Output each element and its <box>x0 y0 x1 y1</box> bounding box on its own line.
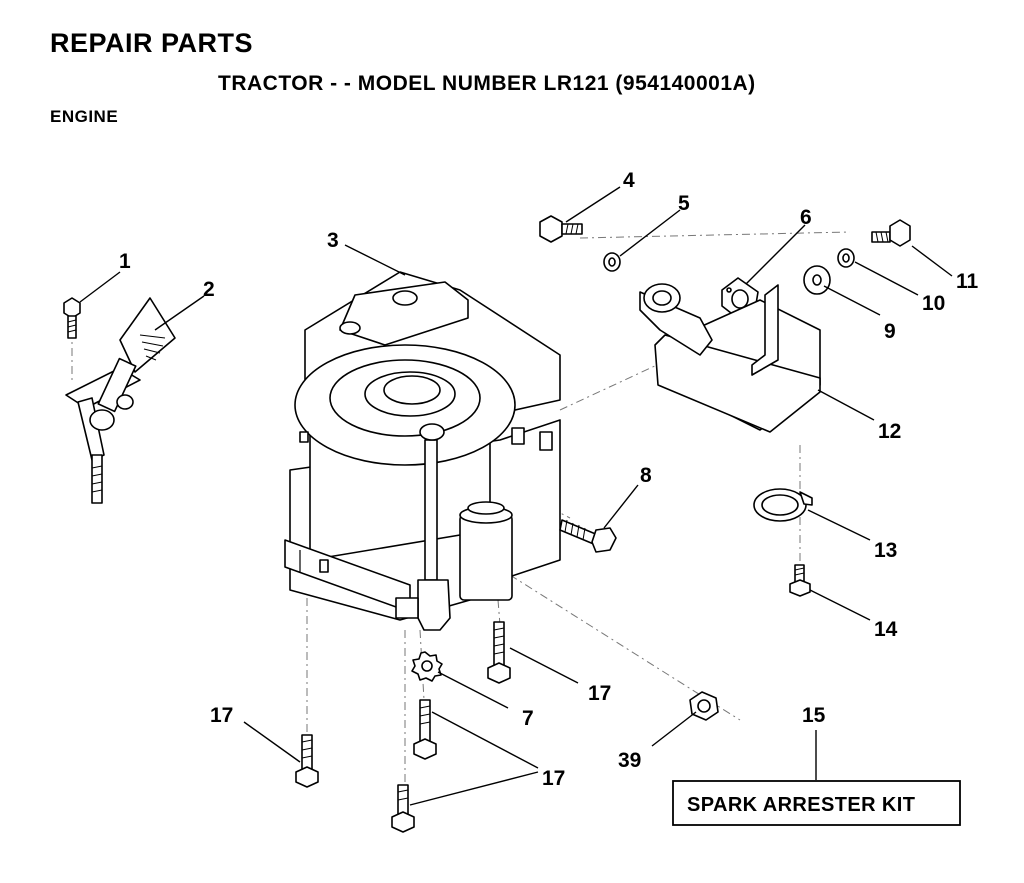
spark-arrester-kit-box: SPARK ARRESTER KIT <box>672 780 961 826</box>
page-title: REPAIR PARTS <box>50 28 254 58</box>
part-13-screen <box>753 488 813 522</box>
callout-12: 12 <box>878 420 901 443</box>
callout-3: 3 <box>327 229 339 252</box>
part-2-throttle-control <box>65 297 176 504</box>
callout-13: 13 <box>874 539 897 562</box>
part-9-flat-washer <box>803 265 831 295</box>
callout-labels: 1 2 3 4 5 6 7 8 9 10 11 12 13 14 15 17 1… <box>119 169 979 790</box>
callout-39: 39 <box>618 749 641 772</box>
model-subtitle: TRACTOR - - MODEL NUMBER LR121 (95414000… <box>218 72 756 95</box>
part-3-engine <box>284 271 561 631</box>
part-11-bolt <box>871 219 911 247</box>
part-10-lock-washer <box>837 248 855 268</box>
part-17-bolt-center <box>487 621 511 684</box>
callout-1: 1 <box>119 250 131 273</box>
part-4-bolt <box>539 215 583 243</box>
callout-14: 14 <box>874 618 898 641</box>
part-8-bolt <box>559 519 617 553</box>
callout-15: 15 <box>802 704 826 727</box>
section-heading: ENGINE <box>50 107 119 126</box>
callout-5: 5 <box>678 192 690 215</box>
part-14-screw <box>789 564 811 597</box>
callout-9: 9 <box>884 320 896 343</box>
callout-10: 10 <box>922 292 945 315</box>
callout-11: 11 <box>956 270 979 293</box>
part-17-bolts-lower <box>391 699 437 833</box>
leader-lines <box>79 186 953 806</box>
part-7-star-washer <box>411 651 443 682</box>
callout-4: 4 <box>623 169 635 192</box>
callout-2: 2 <box>203 278 215 301</box>
callout-8: 8 <box>640 464 652 487</box>
callout-17-center: 17 <box>588 682 611 705</box>
part-17-bolt-left <box>295 734 319 788</box>
part-39-nut <box>689 691 719 721</box>
part-5-lock-washer <box>603 252 621 272</box>
callout-6: 6 <box>800 206 812 229</box>
part-12-muffler <box>639 283 821 433</box>
callout-17-lower: 17 <box>542 767 565 790</box>
kit-label: SPARK ARRESTER KIT <box>687 794 915 816</box>
part-1-bolt <box>63 297 81 339</box>
callout-17-left: 17 <box>210 704 233 727</box>
callout-7: 7 <box>522 707 534 730</box>
